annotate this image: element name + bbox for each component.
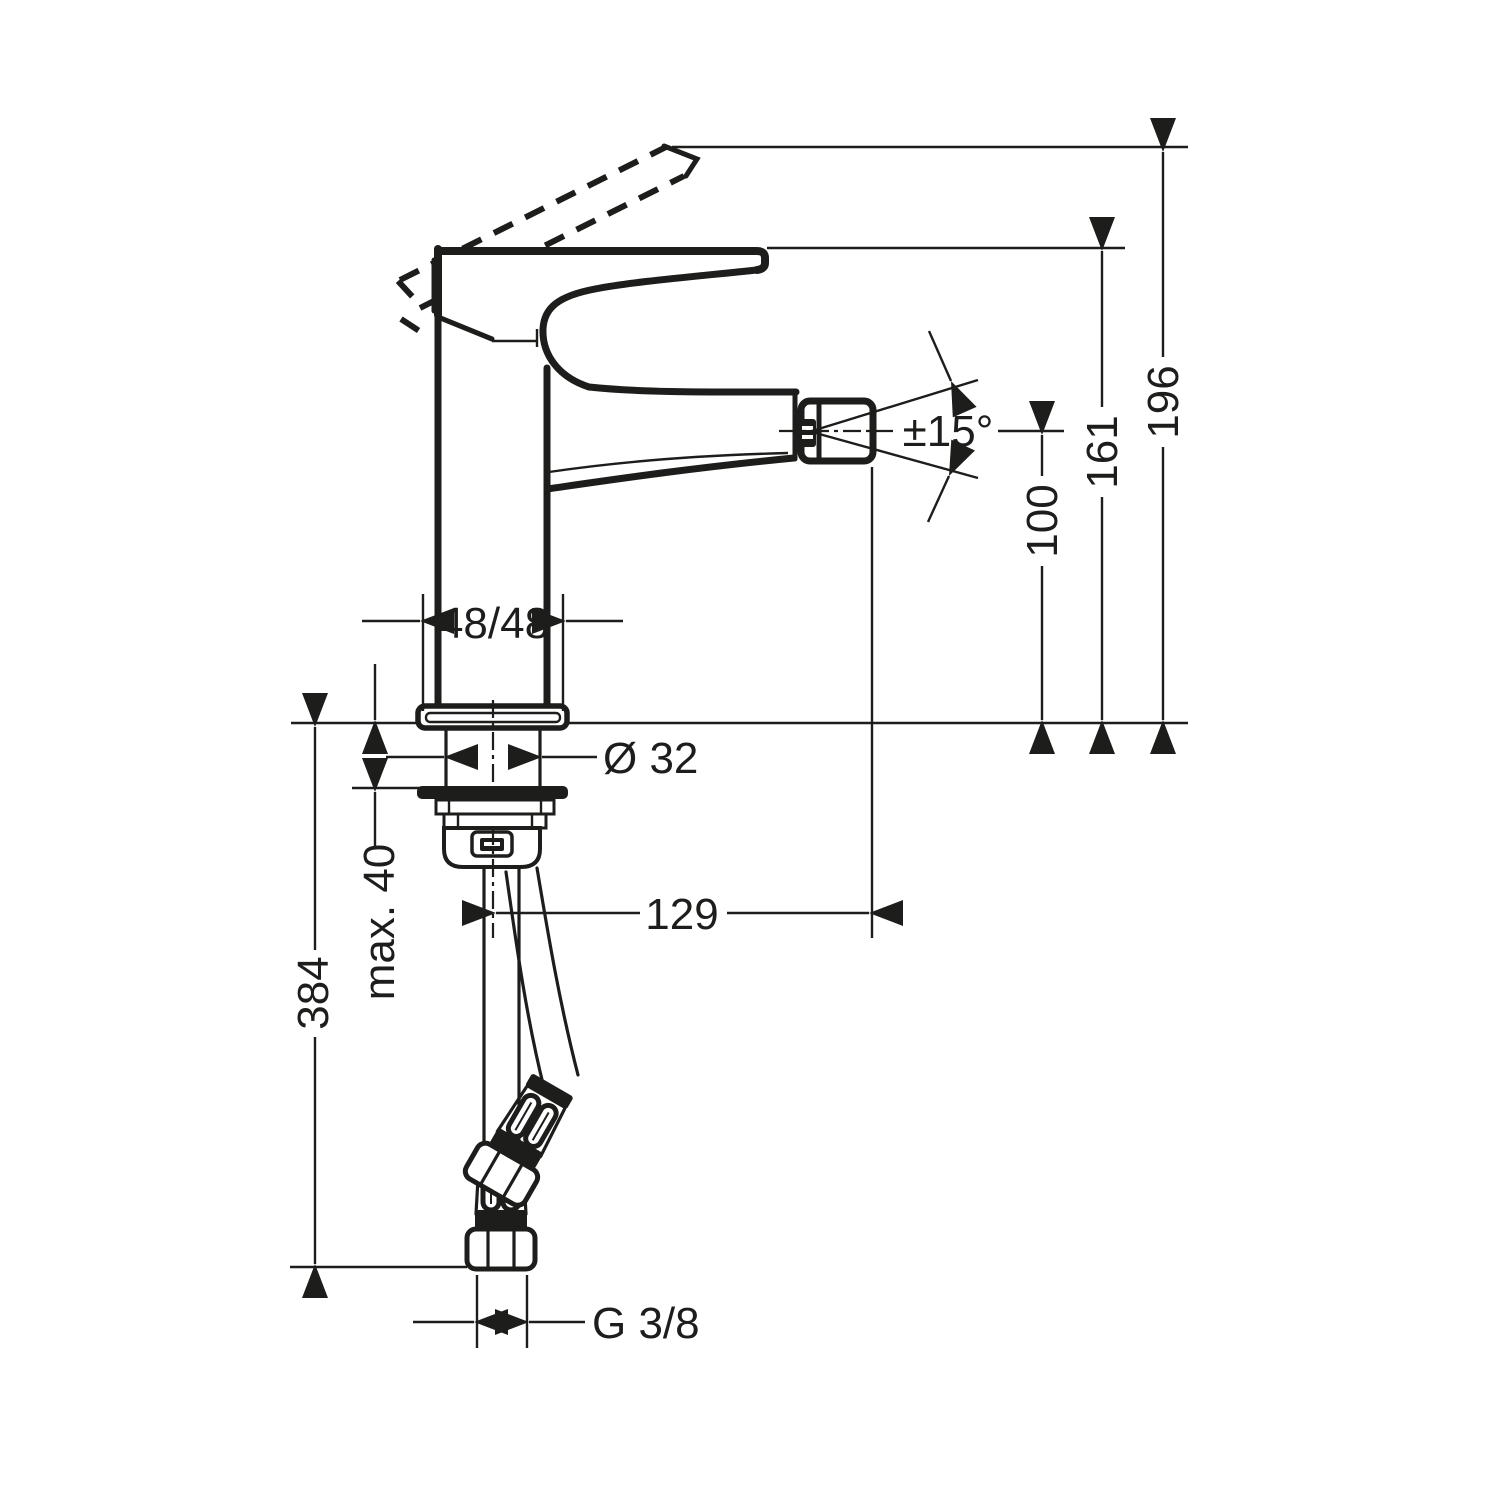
faucet-spout [543, 451, 798, 493]
aerator [792, 388, 877, 465]
dim-spout-reach: 129 [645, 890, 718, 939]
faucet-handle [431, 245, 800, 396]
supply-hose-angled [462, 866, 582, 1209]
swivel-angle-indicator [779, 330, 979, 523]
dim-depth-below-deck: 384 [289, 956, 338, 1029]
dim-spout-height: 100 [1018, 484, 1067, 557]
dim-tap-hole-diameter: Ø 32 [603, 734, 698, 783]
faucet-body [434, 311, 551, 712]
dim-lever-top-height: 161 [1078, 415, 1127, 488]
dimension-lines [302, 118, 1176, 1335]
dim-connection-thread: G 3/8 [592, 1299, 700, 1348]
supply-hose-vertical [467, 865, 535, 1269]
dim-max-mounting-thickness: max. 40 [355, 844, 404, 1001]
mounting-shank [417, 727, 568, 830]
dim-total-height: 196 [1139, 365, 1188, 438]
dim-base-footprint: 48/48 [439, 599, 549, 648]
dim-swivel-angle: ±15° [903, 407, 994, 456]
